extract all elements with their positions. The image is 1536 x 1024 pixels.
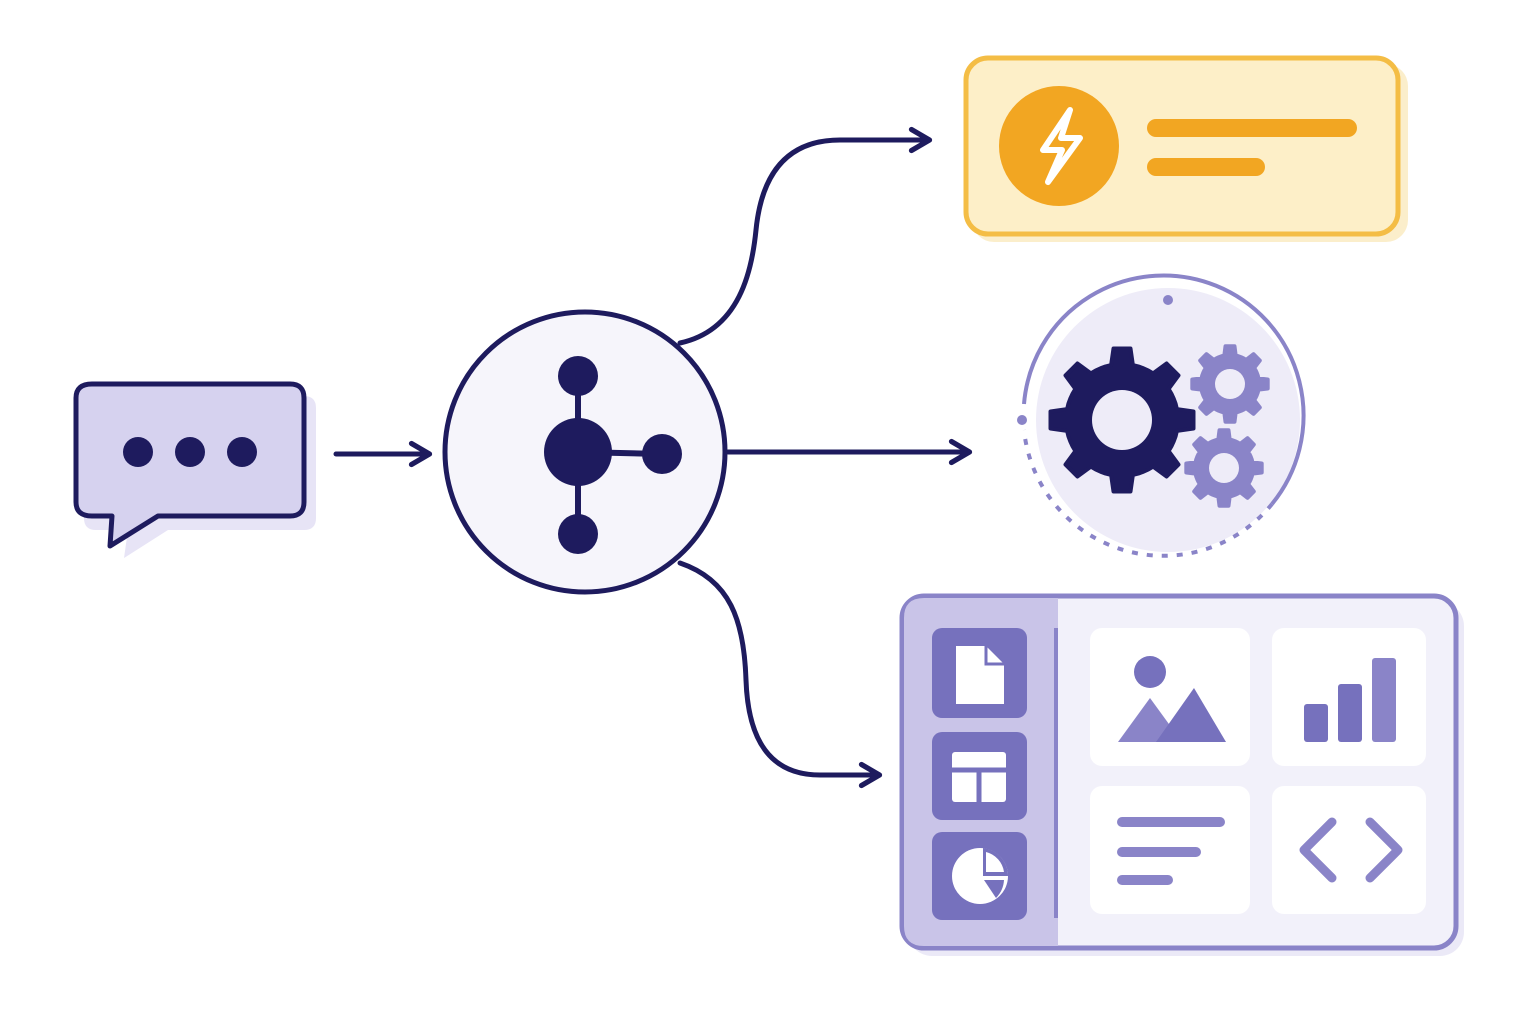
gear-large (1048, 346, 1196, 494)
hub-bottom-node (558, 514, 598, 554)
gear-small-1-hole (1215, 369, 1245, 399)
text-lines-icon (1090, 786, 1250, 914)
orbit-solid-arc (1022, 273, 1306, 506)
document-icon (932, 628, 1027, 718)
lightning-bolt-icon (1040, 107, 1083, 185)
orbit-dashed-arc (1022, 429, 1274, 558)
chat-bubble-icon (73, 381, 316, 558)
gears-icon (1017, 273, 1306, 558)
gear-small-top (1190, 344, 1270, 424)
arrow-router-to-dashboard (677, 560, 883, 789)
gear-main-hole (1092, 390, 1152, 450)
typing-dot-3 (227, 437, 257, 467)
gear-small-2-hole (1209, 453, 1239, 483)
arrow-router-to-quick-action (677, 126, 933, 346)
hub-center-node (544, 418, 612, 486)
pie-chart-icon (932, 832, 1027, 920)
hub-network-icon (442, 309, 728, 595)
quick-action-card (963, 55, 1408, 242)
bar-chart-icon (1272, 628, 1426, 766)
typing-dot-1 (123, 437, 153, 467)
code-brackets-icon (1272, 786, 1426, 914)
image-icon (1090, 628, 1250, 766)
hub-right-node (642, 434, 682, 474)
table-icon (932, 732, 1027, 820)
connectors (333, 126, 973, 789)
typing-dot-2 (175, 437, 205, 467)
hub-top-node (558, 356, 598, 396)
dashboard-panel-icon (899, 593, 1464, 956)
gear-small-bottom (1184, 428, 1264, 508)
